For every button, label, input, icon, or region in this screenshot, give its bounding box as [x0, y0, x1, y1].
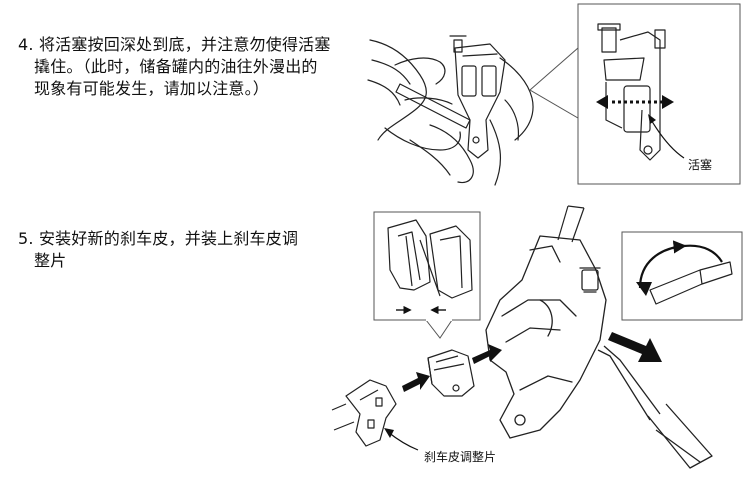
step-5-line-1: 5. 安装好新的刹车皮，并装上刹车皮调	[18, 229, 299, 248]
step-5-line-2: 整片	[34, 251, 67, 270]
step-4-instruction: 4. 将活塞按回深处到底，并注意勿使得活塞 撬住。（此时，储备罐内的油往外漫出的…	[18, 34, 363, 100]
pad-spring-label: 刹车皮调整片	[424, 450, 497, 464]
pad-spring-leader	[384, 428, 419, 451]
screwdriver	[597, 345, 713, 469]
caliper-body	[485, 235, 607, 439]
insertion-arrows	[402, 332, 662, 392]
tool-rotation-inset	[621, 231, 743, 321]
piston-callout	[529, 3, 741, 185]
new-brake-pads	[427, 349, 475, 397]
pads-inset	[373, 211, 481, 339]
brake-hose	[557, 205, 585, 243]
step-4-line-2: 撬住。（此时，储备罐内的油往外漫出的	[34, 57, 318, 76]
piston-label: 活塞	[688, 158, 713, 172]
step-5-instruction: 5. 安装好新的刹车皮，并装上刹车皮调 整片	[18, 228, 338, 272]
step-4-hand-illustration	[367, 35, 534, 186]
step-4-line-3: 现象有可能发生，请加以注意。）	[34, 79, 270, 98]
piston-push-arrows	[596, 95, 674, 109]
pad-spring-part	[331, 379, 397, 447]
step-4-line-1: 4. 将活塞按回深处到底，并注意勿使得活塞	[18, 35, 331, 54]
